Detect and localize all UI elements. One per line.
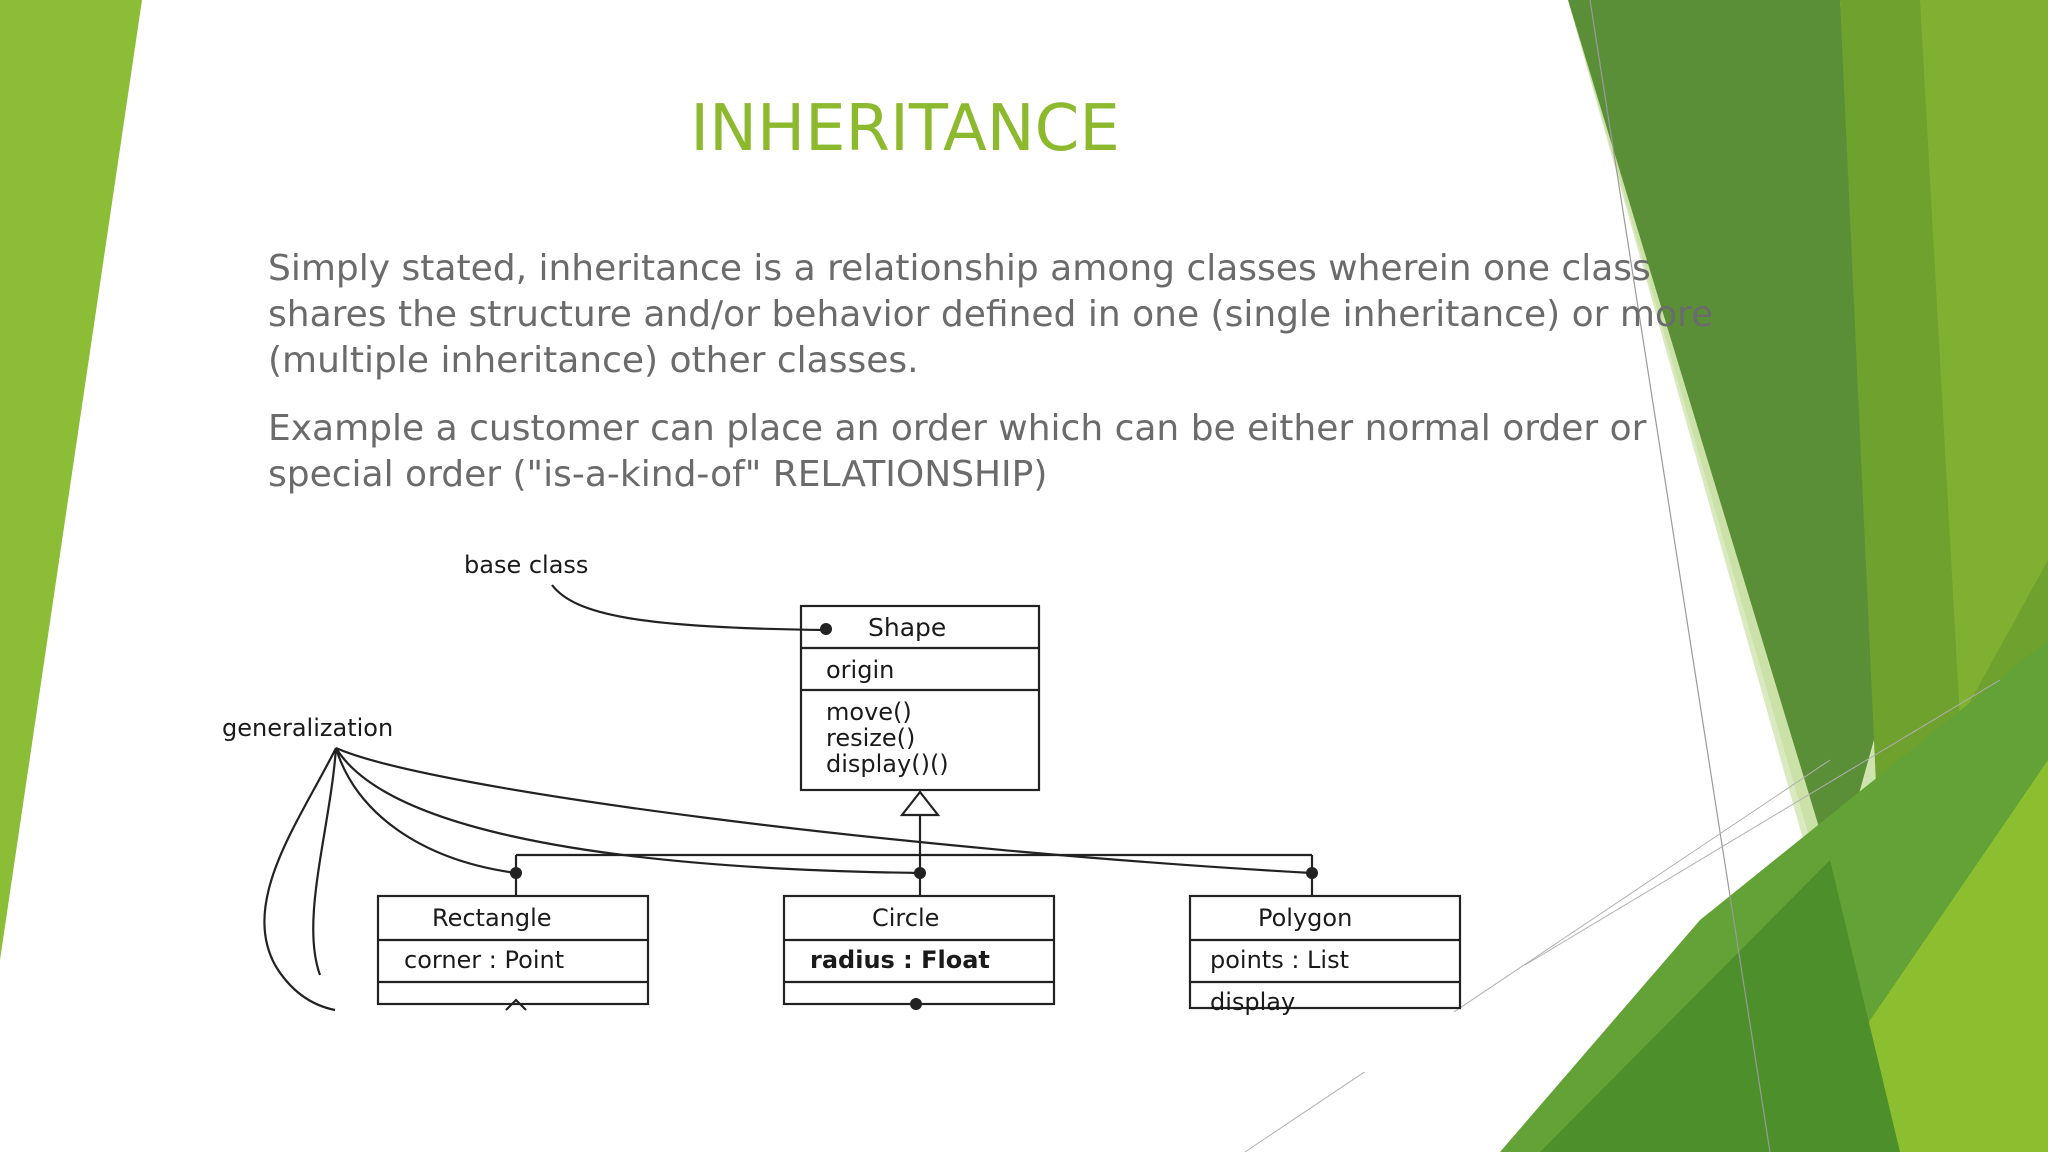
- example-paragraph: Example a customer can place an order wh…: [268, 406, 1646, 498]
- paragraph-line: special order ("is-a-kind-of" RELATIONSH…: [268, 454, 1048, 495]
- paragraph-line: shares the structure and/or behavior def…: [268, 294, 1714, 335]
- generalization-label: generalization: [222, 714, 393, 742]
- shape-operation: move(): [826, 698, 912, 726]
- rectangle-class-name: Rectangle: [432, 904, 552, 932]
- circle-class-name: Circle: [872, 904, 939, 932]
- paragraph-line: Simply stated, inheritance is a relation…: [268, 248, 1651, 289]
- shape-operation: resize(): [826, 724, 915, 752]
- definition-paragraph: Simply stated, inheritance is a relation…: [268, 246, 1713, 384]
- circle-attribute: radius : Float: [810, 946, 990, 974]
- polygon-attribute: points : List: [1210, 946, 1349, 974]
- polygon-operation: display: [1210, 988, 1295, 1016]
- shape-operation: display()(): [826, 750, 949, 778]
- paragraph-line: (multiple inheritance) other classes.: [268, 340, 919, 381]
- shape-class-name: Shape: [868, 613, 946, 642]
- polygon-class-name: Polygon: [1258, 904, 1352, 932]
- slide-title: INHERITANCE: [690, 92, 1120, 166]
- shape-attribute: origin: [826, 656, 894, 684]
- base-class-label: base class: [464, 551, 588, 579]
- paragraph-line: Example a customer can place an order wh…: [268, 408, 1647, 449]
- rectangle-attribute: corner : Point: [404, 946, 564, 974]
